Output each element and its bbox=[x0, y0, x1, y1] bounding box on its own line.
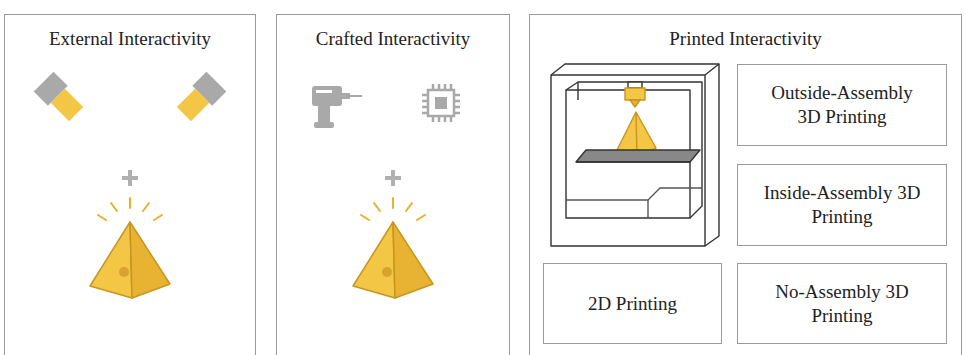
method-box: No-Assembly 3D Printing bbox=[737, 263, 947, 344]
chip-icon bbox=[422, 84, 460, 122]
pyramid-object bbox=[353, 198, 433, 298]
category-panel: Printed InteractivityOutside-Assembly 3D… bbox=[529, 14, 962, 355]
box-label: 2D Printing bbox=[576, 288, 689, 320]
box-label: No-Assembly 3D Printing bbox=[750, 276, 934, 332]
plus-sign bbox=[385, 170, 401, 186]
panel-title: Printed Interactivity bbox=[530, 27, 961, 51]
panel-title: External Interactivity bbox=[5, 27, 255, 51]
method-box: Outside-Assembly 3D Printing bbox=[737, 64, 947, 146]
plus-sign bbox=[122, 170, 138, 186]
category-panel: Crafted Interactivity bbox=[276, 14, 510, 355]
box-label: Outside-Assembly 3D Printing bbox=[750, 77, 934, 133]
projector-icon bbox=[174, 72, 226, 124]
printer-illustration bbox=[551, 64, 719, 246]
panel-title: Crafted Interactivity bbox=[277, 27, 509, 51]
box-label: Inside-Assembly 3D Printing bbox=[750, 177, 934, 233]
method-box: Inside-Assembly 3D Printing bbox=[737, 164, 947, 246]
pyramid-object bbox=[90, 198, 170, 298]
projector-icon bbox=[34, 72, 86, 124]
category-panel: External Interactivity bbox=[4, 14, 256, 355]
drill-icon bbox=[312, 86, 362, 128]
method-box: 2D Printing bbox=[543, 263, 722, 344]
